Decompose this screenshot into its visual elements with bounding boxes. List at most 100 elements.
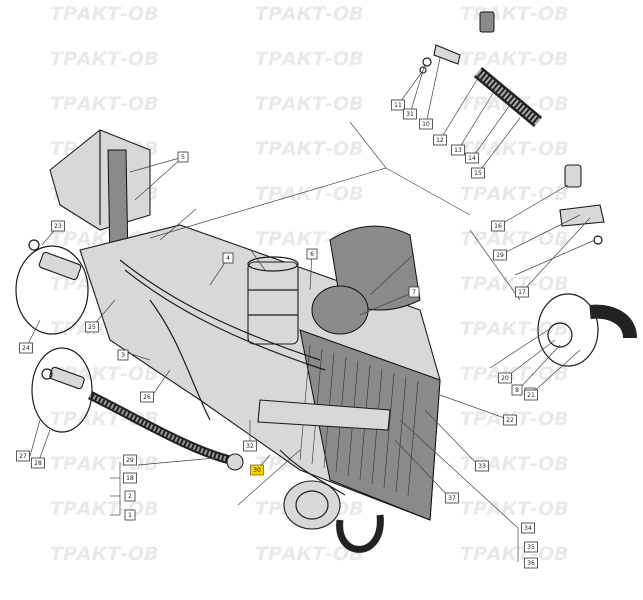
right-bolt [564,164,582,188]
bolt [479,11,495,33]
callout-number: 28 [34,460,42,467]
watermark-text: ТРАКТ-ОВ [50,453,159,475]
callout-number: 15 [474,170,482,177]
callout-19: 19 [493,249,507,261]
callout-box [419,118,433,130]
callout-23: 23 [51,220,65,232]
drum [283,480,341,530]
callout-box [408,286,420,298]
callout-box [306,248,318,260]
watermark-text: ТРАКТ-ОВ [460,273,569,295]
callout-number: 3 [121,352,125,359]
callout-number: 27 [19,453,27,460]
callout-number: 13 [454,147,462,154]
callout-5: 5 [177,151,189,163]
callout-33: 33 [475,460,489,472]
callout-6: 6 [306,248,318,260]
pump-body [311,285,369,335]
callout-number: 6 [310,251,314,258]
watermark-text: ТРАКТ-ОВ [255,183,364,205]
watermark-text: ТРАКТ-ОВ [50,93,159,115]
callout-box [51,220,65,232]
callout-16: 16 [491,220,505,232]
callout-36: 36 [524,557,538,569]
callout-number: 36 [527,560,535,567]
detail-circle-left-bottom [31,347,93,433]
callout-number: 14 [468,155,476,162]
watermark-text: ТРАКТ-ОВ [255,138,364,160]
callout-27: 27 [16,450,30,462]
callout-2: 2 [124,490,136,502]
callout-labels: 1234567891011121314151617181920212223242… [16,99,538,569]
filter-cylinder [247,261,299,345]
watermark-text: ТРАКТ-ОВ [255,93,364,115]
clamp-hose [589,304,637,339]
watermark-text: ТРАКТ-ОВ [460,498,569,520]
watermark-text: ТРАКТ-ОВ [50,498,159,520]
callout-box [503,414,517,426]
callout-number: 20 [501,375,509,382]
watermark-text: ТРАКТ-ОВ [460,48,569,70]
callout-10: 10 [419,118,433,130]
watermark-text: ТРАКТ-ОВ [255,3,364,25]
callout-number: 29 [126,457,134,464]
callout-4: 4 [222,252,234,264]
callout-box [124,490,136,502]
callout-box [498,372,512,384]
callout-number: 23 [54,223,62,230]
callout-box [391,99,405,111]
watermark-text: ТРАКТ-ОВ [255,543,364,565]
bottom-fitting [336,514,384,553]
callout-box [451,144,465,156]
callout-number: 35 [527,544,535,551]
callout-box [433,134,447,146]
callout-box [521,522,535,534]
watermark-text: ТРАКТ-ОВ [50,48,159,70]
callout-number: 21 [527,392,535,399]
callout-15: 15 [471,167,485,179]
callout-1: 1 [124,509,136,521]
callout-box [471,167,485,179]
watermark-text: ТРАКТ-ОВ [460,228,569,250]
callout-box [19,342,33,354]
callout-box [515,286,529,298]
callout-number: 16 [494,223,502,230]
callout-box [124,509,136,521]
callout-21: 21 [524,389,538,401]
callout-number: 25 [88,324,96,331]
callout-29: 29 [123,454,137,466]
watermark-text: ТРАКТ-ОВ [50,3,159,25]
callout-box [475,460,489,472]
callout-13: 13 [451,144,465,156]
callout-box [491,220,505,232]
callout-35: 35 [524,541,538,553]
callout-number: 19 [496,252,504,259]
callout-17: 17 [515,286,529,298]
right-banjo [559,204,605,227]
callout-14: 14 [465,152,479,164]
callout-24: 24 [19,342,33,354]
callout-box [524,557,538,569]
watermark-text: ТРАКТ-ОВ [460,183,569,205]
callout-box [524,389,538,401]
callout-12: 12 [433,134,447,146]
callout-number: 1 [128,512,132,519]
callout-box [445,492,459,504]
callout-number: 30 [253,467,261,474]
callout-8: 8 [511,384,523,396]
callout-number: 2 [128,493,132,500]
callout-7: 7 [408,286,420,298]
watermark-text: ТРАКТ-ОВ [460,363,569,385]
callout-number: 8 [515,387,519,394]
callout-number: 12 [436,137,444,144]
callout-number: 18 [126,475,134,482]
callout-number: 4 [226,255,230,262]
watermark-text: ТРАКТ-ОВ [255,48,364,70]
callout-box [123,472,137,484]
callout-number: 33 [478,463,486,470]
callout-34: 34 [521,522,535,534]
watermark-text: ТРАКТ-ОВ [460,138,569,160]
callout-box [243,440,257,452]
callout-20: 20 [498,372,512,384]
callout-box [403,108,417,120]
